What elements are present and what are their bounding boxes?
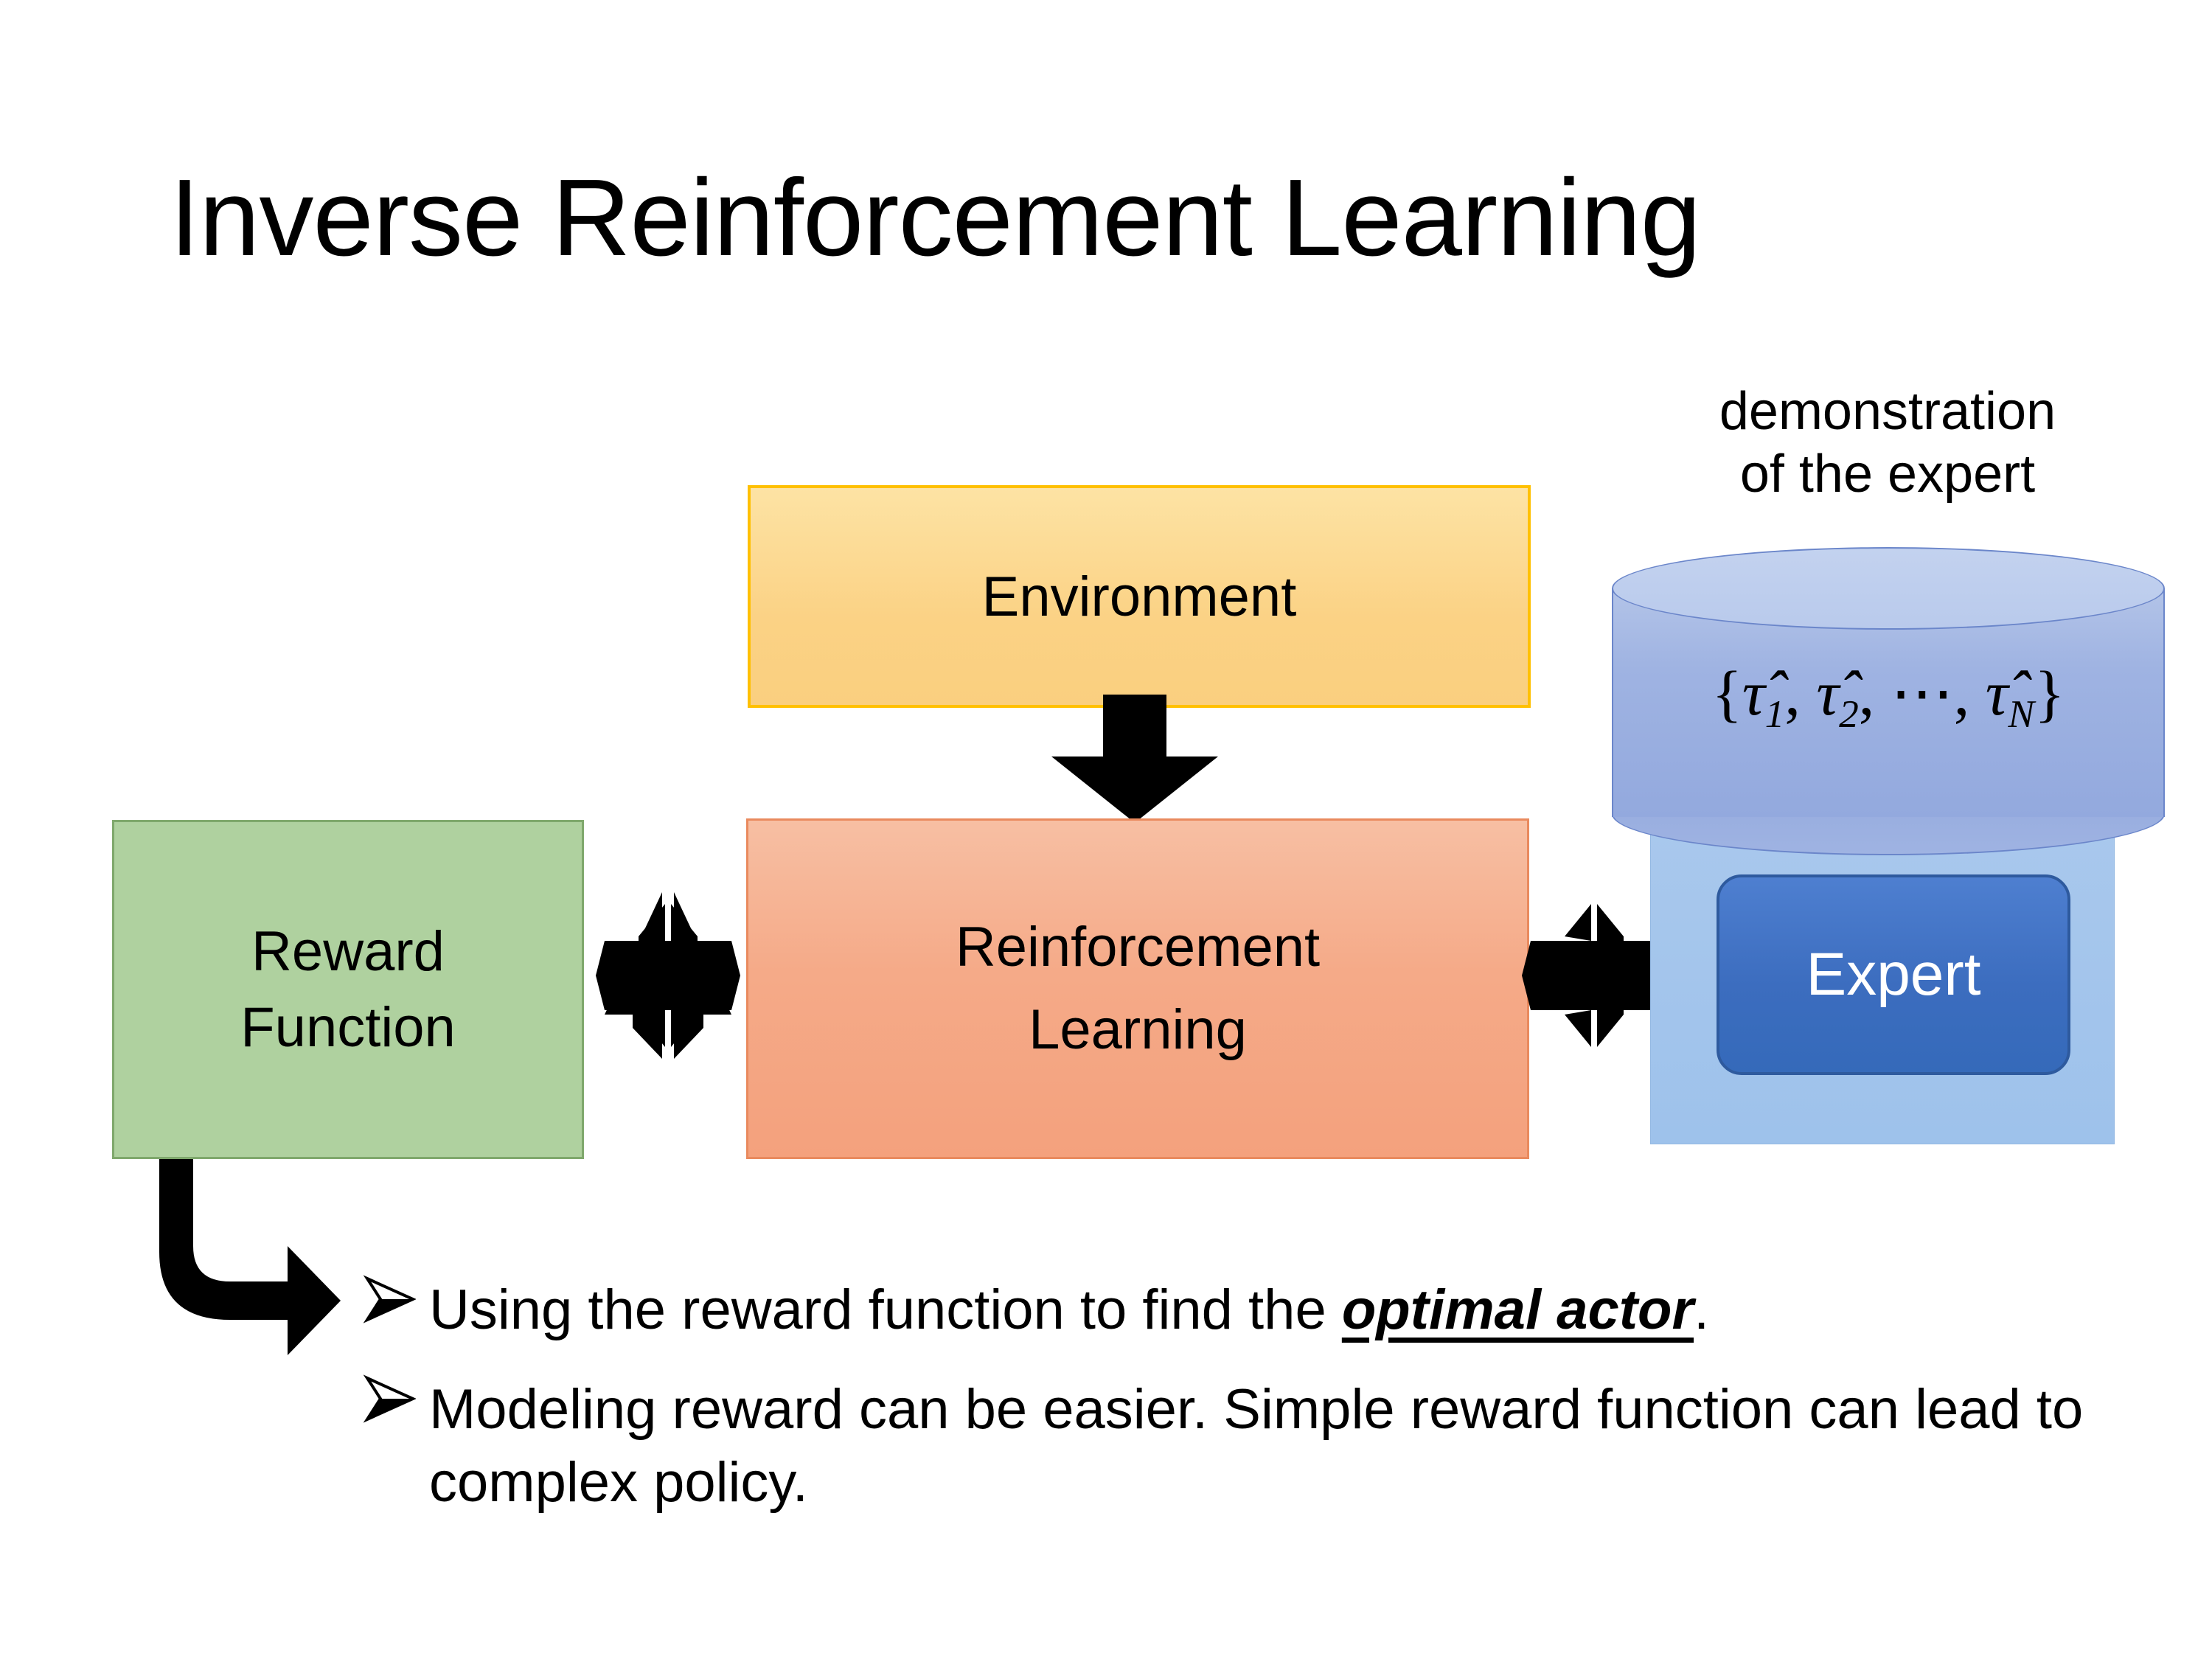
expert-button[interactable]: Expert bbox=[1717, 874, 2070, 1075]
reinforcement-learning-box[interactable]: Reinforcement Learning bbox=[746, 818, 1529, 1159]
demonstration-cylinder-icon[interactable]: {τ̂1, τ̂2, ⋯, τ̂N} bbox=[1612, 547, 2165, 857]
bidirectional-arrow-icon-right bbox=[1520, 891, 1668, 1060]
bullet-2-text-before: Modeling reward can be easier. Simple re… bbox=[429, 1377, 2084, 1514]
bent-arrow-icon bbox=[147, 1159, 391, 1366]
demonstration-caption-line-1: demonstration bbox=[1719, 382, 2056, 441]
list-item: Modeling reward can be easier. Simple re… bbox=[363, 1374, 2118, 1520]
cylinder-top-ellipse bbox=[1612, 547, 2165, 630]
formula-close-brace: } bbox=[2034, 658, 2065, 728]
reward-function-line-1: Reward bbox=[251, 919, 445, 983]
expert-button-label: Expert bbox=[1806, 941, 1981, 1008]
bullet-1-emphasis: optimal actor bbox=[1341, 1279, 1694, 1341]
demonstration-caption: demonstration of the expert bbox=[1630, 380, 2146, 506]
environment-box[interactable]: Environment bbox=[748, 485, 1531, 708]
formula-separator-1: , bbox=[1784, 658, 1817, 728]
list-item: Using the reward function to find the op… bbox=[363, 1274, 2118, 1347]
formula-tau-1: τ̂ bbox=[1742, 658, 1765, 728]
reward-function-box[interactable]: Reward Function bbox=[112, 820, 584, 1159]
reinforcement-learning-box-label: Reinforcement Learning bbox=[956, 906, 1320, 1072]
reinforcement-learning-line-1: Reinforcement bbox=[955, 915, 1321, 978]
bullet-list: Using the reward function to find the op… bbox=[363, 1274, 2118, 1545]
page-title: Inverse Reinforcement Learning bbox=[170, 157, 1701, 279]
reward-function-line-2: Function bbox=[240, 996, 456, 1059]
demonstration-caption-line-2: of the expert bbox=[1739, 444, 2036, 504]
down-arrow-icon bbox=[1050, 695, 1220, 824]
environment-box-label: Environment bbox=[981, 565, 1297, 628]
formula-tau-2-subscript: 2 bbox=[1839, 692, 1859, 737]
formula-tau-1-subscript: 1 bbox=[1764, 692, 1785, 737]
bidirectional-arrow-icon-left bbox=[594, 891, 742, 1060]
formula-tau-n-subscript: N bbox=[2008, 692, 2035, 737]
formula-open-brace: { bbox=[1711, 658, 1742, 728]
formula-tau-n: τ̂ bbox=[1985, 658, 2008, 728]
bullet-1-text-before: Using the reward function to find the bbox=[429, 1279, 1342, 1341]
formula-tau-2: τ̂ bbox=[1816, 658, 1840, 728]
trajectory-set-formula: {τ̂1, τ̂2, ⋯, τ̂N} bbox=[1612, 656, 2165, 737]
bullet-arrow-icon bbox=[363, 1371, 417, 1424]
reward-function-box-label: Reward Function bbox=[240, 914, 456, 1066]
formula-separator-2: , ⋯, bbox=[1858, 658, 1986, 728]
bullet-1-text-after: . bbox=[1694, 1279, 1710, 1341]
reinforcement-learning-line-2: Learning bbox=[1029, 998, 1247, 1061]
bullet-arrow-icon bbox=[363, 1271, 417, 1324]
